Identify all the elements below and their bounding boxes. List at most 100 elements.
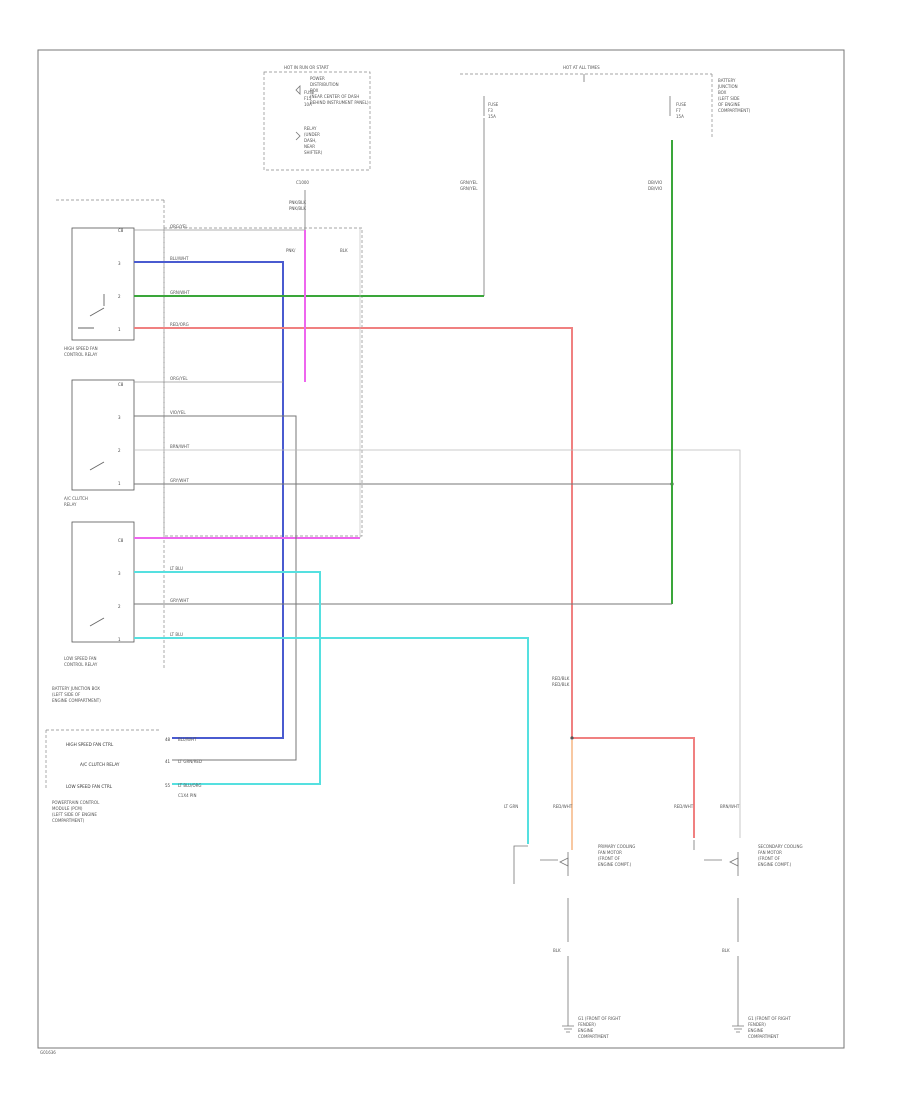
svg-text:CONTROL RELAY: CONTROL RELAY (64, 662, 98, 667)
svg-text:55: 55 (165, 783, 171, 788)
svg-text:DB/VIO: DB/VIO (648, 180, 662, 185)
wire-pink (134, 230, 360, 539)
svg-text:3: 3 (118, 261, 121, 266)
svg-text:3: 3 (118, 415, 121, 420)
svg-text:FUSE: FUSE (676, 102, 687, 107)
svg-text:FUSE: FUSE (304, 90, 315, 95)
wire-cyan-1 (134, 571, 321, 785)
svg-text:GRN/WHT: GRN/WHT (170, 290, 190, 295)
svg-text:PNK/BLK: PNK/BLK (289, 200, 306, 205)
svg-text:15A: 15A (488, 114, 496, 119)
svg-text:HIGH SPEED FAN CTRL: HIGH SPEED FAN CTRL (66, 742, 114, 747)
svg-text:RELAY: RELAY (64, 502, 77, 507)
battery-junction-box-top: HOT AT ALL TIMES FUSE F3 15A FUSE F7 15A… (460, 65, 751, 138)
wire-blue (134, 261, 284, 739)
svg-text:BATTERY JUNCTION BOX: BATTERY JUNCTION BOX (52, 686, 100, 691)
svg-text:LT BLU: LT BLU (170, 632, 183, 637)
svg-text:ENGINE: ENGINE (578, 1028, 594, 1033)
svg-text:DISTRIBUTION: DISTRIBUTION (310, 82, 339, 87)
svg-text:LT GRN/RED: LT GRN/RED (178, 759, 202, 764)
svg-text:RED/ORG: RED/ORG (170, 322, 189, 327)
wire-gray-r2 (134, 415, 297, 761)
svg-text:VIO/YEL: VIO/YEL (170, 410, 186, 415)
svg-text:BATTERY: BATTERY (718, 78, 736, 83)
svg-text:GRN/YEL: GRN/YEL (460, 180, 478, 185)
svg-text:41: 41 (165, 759, 171, 764)
svg-text:G1 (FRONT OF RIGHT: G1 (FRONT OF RIGHT (578, 1016, 621, 1021)
pdb-connector: C1000 (296, 180, 309, 185)
svg-text:C1X4 PIN: C1X4 PIN (178, 793, 196, 798)
svg-text:RELAY: RELAY (304, 126, 317, 131)
svg-text:POWERTRAIN CONTROL: POWERTRAIN CONTROL (52, 800, 100, 805)
svg-text:A/C CLUTCH RELAY: A/C CLUTCH RELAY (80, 762, 120, 767)
svg-text:1: 1 (118, 481, 121, 486)
svg-text:ORG/YEL: ORG/YEL (170, 224, 188, 229)
svg-text:PRIMARY COOLING: PRIMARY COOLING (598, 844, 635, 849)
svg-text:SECONDARY COOLING: SECONDARY COOLING (758, 844, 803, 849)
svg-text:3: 3 (118, 571, 121, 576)
svg-text:BLK: BLK (340, 248, 348, 253)
svg-text:F3: F3 (488, 108, 493, 113)
svg-text:ENGINE: ENGINE (748, 1028, 764, 1033)
svg-text:GRY/WHT: GRY/WHT (170, 598, 189, 603)
svg-text:JUNCTION: JUNCTION (717, 84, 738, 89)
svg-text:GRN/YEL: GRN/YEL (460, 186, 478, 191)
svg-text:POWER: POWER (310, 76, 325, 81)
svg-text:ENGINE COMPT.): ENGINE COMPT.) (758, 862, 792, 867)
svg-text:BRN/WHT: BRN/WHT (720, 804, 740, 809)
svg-text:BRN/WHT: BRN/WHT (170, 444, 190, 449)
svg-text:PNK/: PNK/ (286, 248, 296, 253)
svg-text:LOW SPEED FAN CTRL: LOW SPEED FAN CTRL (66, 784, 113, 789)
pdb-header: HOT IN RUN OR START (284, 65, 329, 70)
svg-text:FAN MOTOR: FAN MOTOR (598, 850, 622, 855)
svg-text:DASH,: DASH, (304, 138, 317, 143)
svg-text:A/C CLUTCH: A/C CLUTCH (64, 496, 88, 501)
svg-text:48: 48 (165, 737, 171, 742)
svg-text:FENDER): FENDER) (578, 1022, 596, 1027)
svg-text:BLK: BLK (722, 948, 730, 953)
svg-text:(LEFT SIDE OF ENGINE: (LEFT SIDE OF ENGINE (52, 812, 97, 817)
svg-text:FUSE: FUSE (488, 102, 499, 107)
svg-text:SHIFTER): SHIFTER) (304, 150, 323, 155)
svg-text:1: 1 (118, 637, 121, 642)
svg-text:BLK: BLK (553, 948, 561, 953)
svg-text:RED/BLK: RED/BLK (552, 676, 570, 681)
svg-text:(UNDER: (UNDER (304, 132, 320, 137)
svg-text:10A: 10A (304, 102, 312, 107)
svg-text:HIGH SPEED FAN: HIGH SPEED FAN (64, 346, 98, 351)
svg-text:OF ENGINE: OF ENGINE (718, 102, 741, 107)
svg-text:G1 (FRONT OF RIGHT: G1 (FRONT OF RIGHT (748, 1016, 791, 1021)
svg-text:RED/WHT: RED/WHT (674, 804, 694, 809)
svg-text:C8: C8 (118, 382, 124, 387)
svg-text:LT BLU/ORG: LT BLU/ORG (178, 783, 201, 788)
svg-text:MODULE (PCM): MODULE (PCM) (52, 806, 83, 811)
svg-text:RED/WHT: RED/WHT (553, 804, 573, 809)
svg-text:15A: 15A (676, 114, 684, 119)
svg-text:(NEAR CENTER OF DASH: (NEAR CENTER OF DASH (310, 94, 359, 99)
svg-text:ENGINE COMPARTMENT): ENGINE COMPARTMENT) (52, 698, 101, 703)
svg-text:2: 2 (118, 294, 121, 299)
svg-text:GRY/WHT: GRY/WHT (170, 478, 189, 483)
svg-text:BOX: BOX (310, 88, 319, 93)
svg-text:BLU/WHT: BLU/WHT (170, 256, 189, 261)
svg-text:LOW SPEED FAN: LOW SPEED FAN (64, 656, 96, 661)
wire-red (134, 327, 695, 838)
svg-text:BOX: BOX (718, 90, 727, 95)
svg-text:DB/VIO: DB/VIO (648, 186, 662, 191)
secondary-fan-motor: RED/WHT BRN/WHT SECONDARY COOLING FAN MO… (674, 804, 803, 1039)
svg-text:1: 1 (118, 327, 121, 332)
svg-text:COMPARTMENT: COMPARTMENT (748, 1034, 779, 1039)
svg-text:CONTROL RELAY: CONTROL RELAY (64, 352, 98, 357)
svg-text:BEHIND INSTRUMENT PANEL): BEHIND INSTRUMENT PANEL) (310, 100, 369, 105)
svg-text:BLU/WHT: BLU/WHT (178, 737, 197, 742)
svg-text:C8: C8 (118, 538, 124, 543)
svg-text:COMPARTMENT): COMPARTMENT) (52, 818, 85, 823)
svg-text:(LEFT SIDE: (LEFT SIDE (718, 96, 740, 101)
svg-text:LT BLU: LT BLU (170, 566, 183, 571)
diagram-frame (37, 49, 845, 1049)
svg-text:LT GRN: LT GRN (504, 804, 518, 809)
svg-text:F15: F15 (304, 96, 312, 101)
power-distribution-box: HOT IN RUN OR START POWER DISTRIBUTION B… (263, 65, 371, 185)
svg-text:F7: F7 (676, 108, 681, 113)
